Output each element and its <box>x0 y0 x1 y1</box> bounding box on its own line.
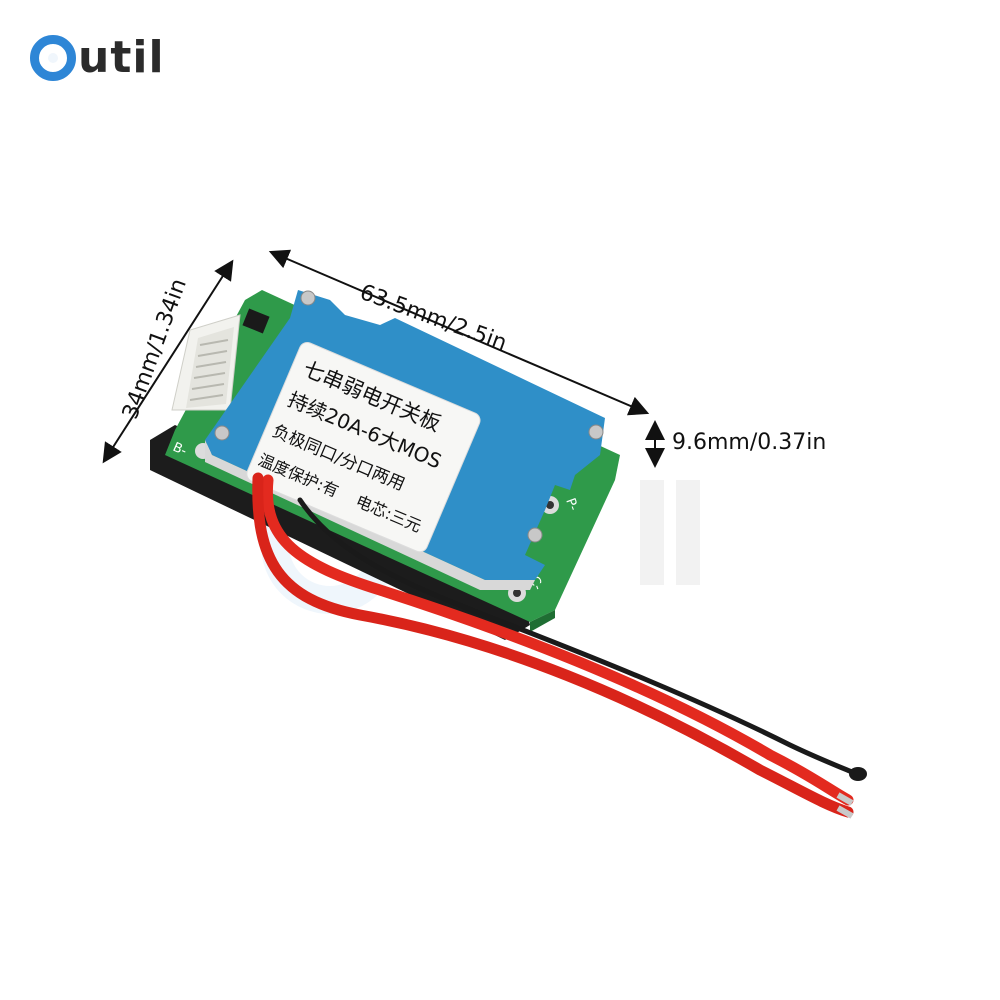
height-dimension-label: 9.6mm/0.37in <box>672 430 827 455</box>
screw-right <box>588 424 604 440</box>
pcb-mark-p-minus: P- <box>562 496 580 513</box>
length-dimension-arrow <box>268 249 650 416</box>
brand-logo-text: util <box>78 32 165 83</box>
screw-bottom <box>527 527 543 543</box>
black-sensor-wire <box>297 497 855 775</box>
red-wire-upper <box>261 474 854 806</box>
wire-tinned-ends <box>836 792 854 819</box>
smd-chip <box>242 308 270 334</box>
o-ring-logo-icon <box>30 35 76 81</box>
screw-left <box>214 425 230 441</box>
width-dimension-arrow <box>102 259 234 464</box>
red-wire-lower <box>252 472 854 818</box>
balance-connector <box>171 314 241 411</box>
thermistor-probe <box>849 767 867 781</box>
screw-top-left <box>300 290 316 306</box>
brand-logo: util <box>30 28 165 88</box>
